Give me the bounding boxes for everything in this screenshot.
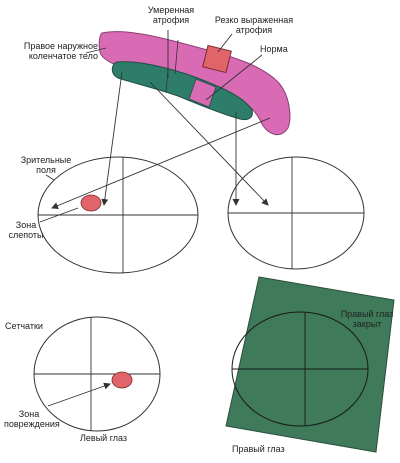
right-eye-closed-label-line2: закрыт <box>352 319 382 329</box>
right-eye-closed-label-line1: Правый глаз <box>340 309 394 319</box>
lgn-teal-band <box>111 61 253 121</box>
severe-atrophy-label-line2: атрофия <box>235 25 273 35</box>
visual-fields-label-line1: Зрительные <box>20 155 72 165</box>
left-visual-field <box>37 156 199 274</box>
moderate-atrophy-label-line2: атрофия <box>152 15 190 25</box>
lgn-label-pointer <box>85 47 107 54</box>
lgn-label-line1: Правое наружное <box>23 41 98 51</box>
blind-zone-label-line1: Зона <box>15 220 37 230</box>
normal-label: Норма <box>260 44 288 54</box>
projection-arrow <box>51 117 271 209</box>
visual-fields-label-line2: поля <box>36 165 56 175</box>
damage-zone-label-line2: повреждения <box>4 419 60 429</box>
right-eye-cover <box>225 276 395 453</box>
left-eye-retina <box>33 316 161 432</box>
moderate-atrophy-segment <box>188 78 217 108</box>
blind-zone-spot <box>80 194 102 212</box>
severe-atrophy-patch <box>202 44 232 74</box>
band-divider <box>174 39 179 75</box>
lgn-label-line2: коленчатое тело <box>28 51 98 61</box>
damage-zone-pointer <box>47 382 111 407</box>
normal-pointer <box>205 54 263 101</box>
damage-zone-label-line1: Зона <box>18 409 40 419</box>
left-eye-label: Левый глаз <box>80 433 128 443</box>
projection-arrow <box>149 81 269 206</box>
blind-zone-label-line2: слепоты <box>8 230 44 240</box>
right-eye-label: Правый глаз <box>232 444 285 454</box>
blind-zone-pointer <box>39 207 79 223</box>
moderate-atrophy-label-line1: Умеренная <box>147 5 195 15</box>
damage-zone-spot <box>111 371 133 389</box>
retinas-label: Сетчатки <box>5 321 43 331</box>
visual-fields-pointer <box>45 174 55 181</box>
severe-atrophy-pointer <box>217 33 233 53</box>
projection-arrow <box>101 71 123 206</box>
right-visual-field <box>227 156 365 270</box>
severe-atrophy-label-line1: Резко выраженная <box>214 15 294 25</box>
right-eye-retina <box>231 311 369 427</box>
